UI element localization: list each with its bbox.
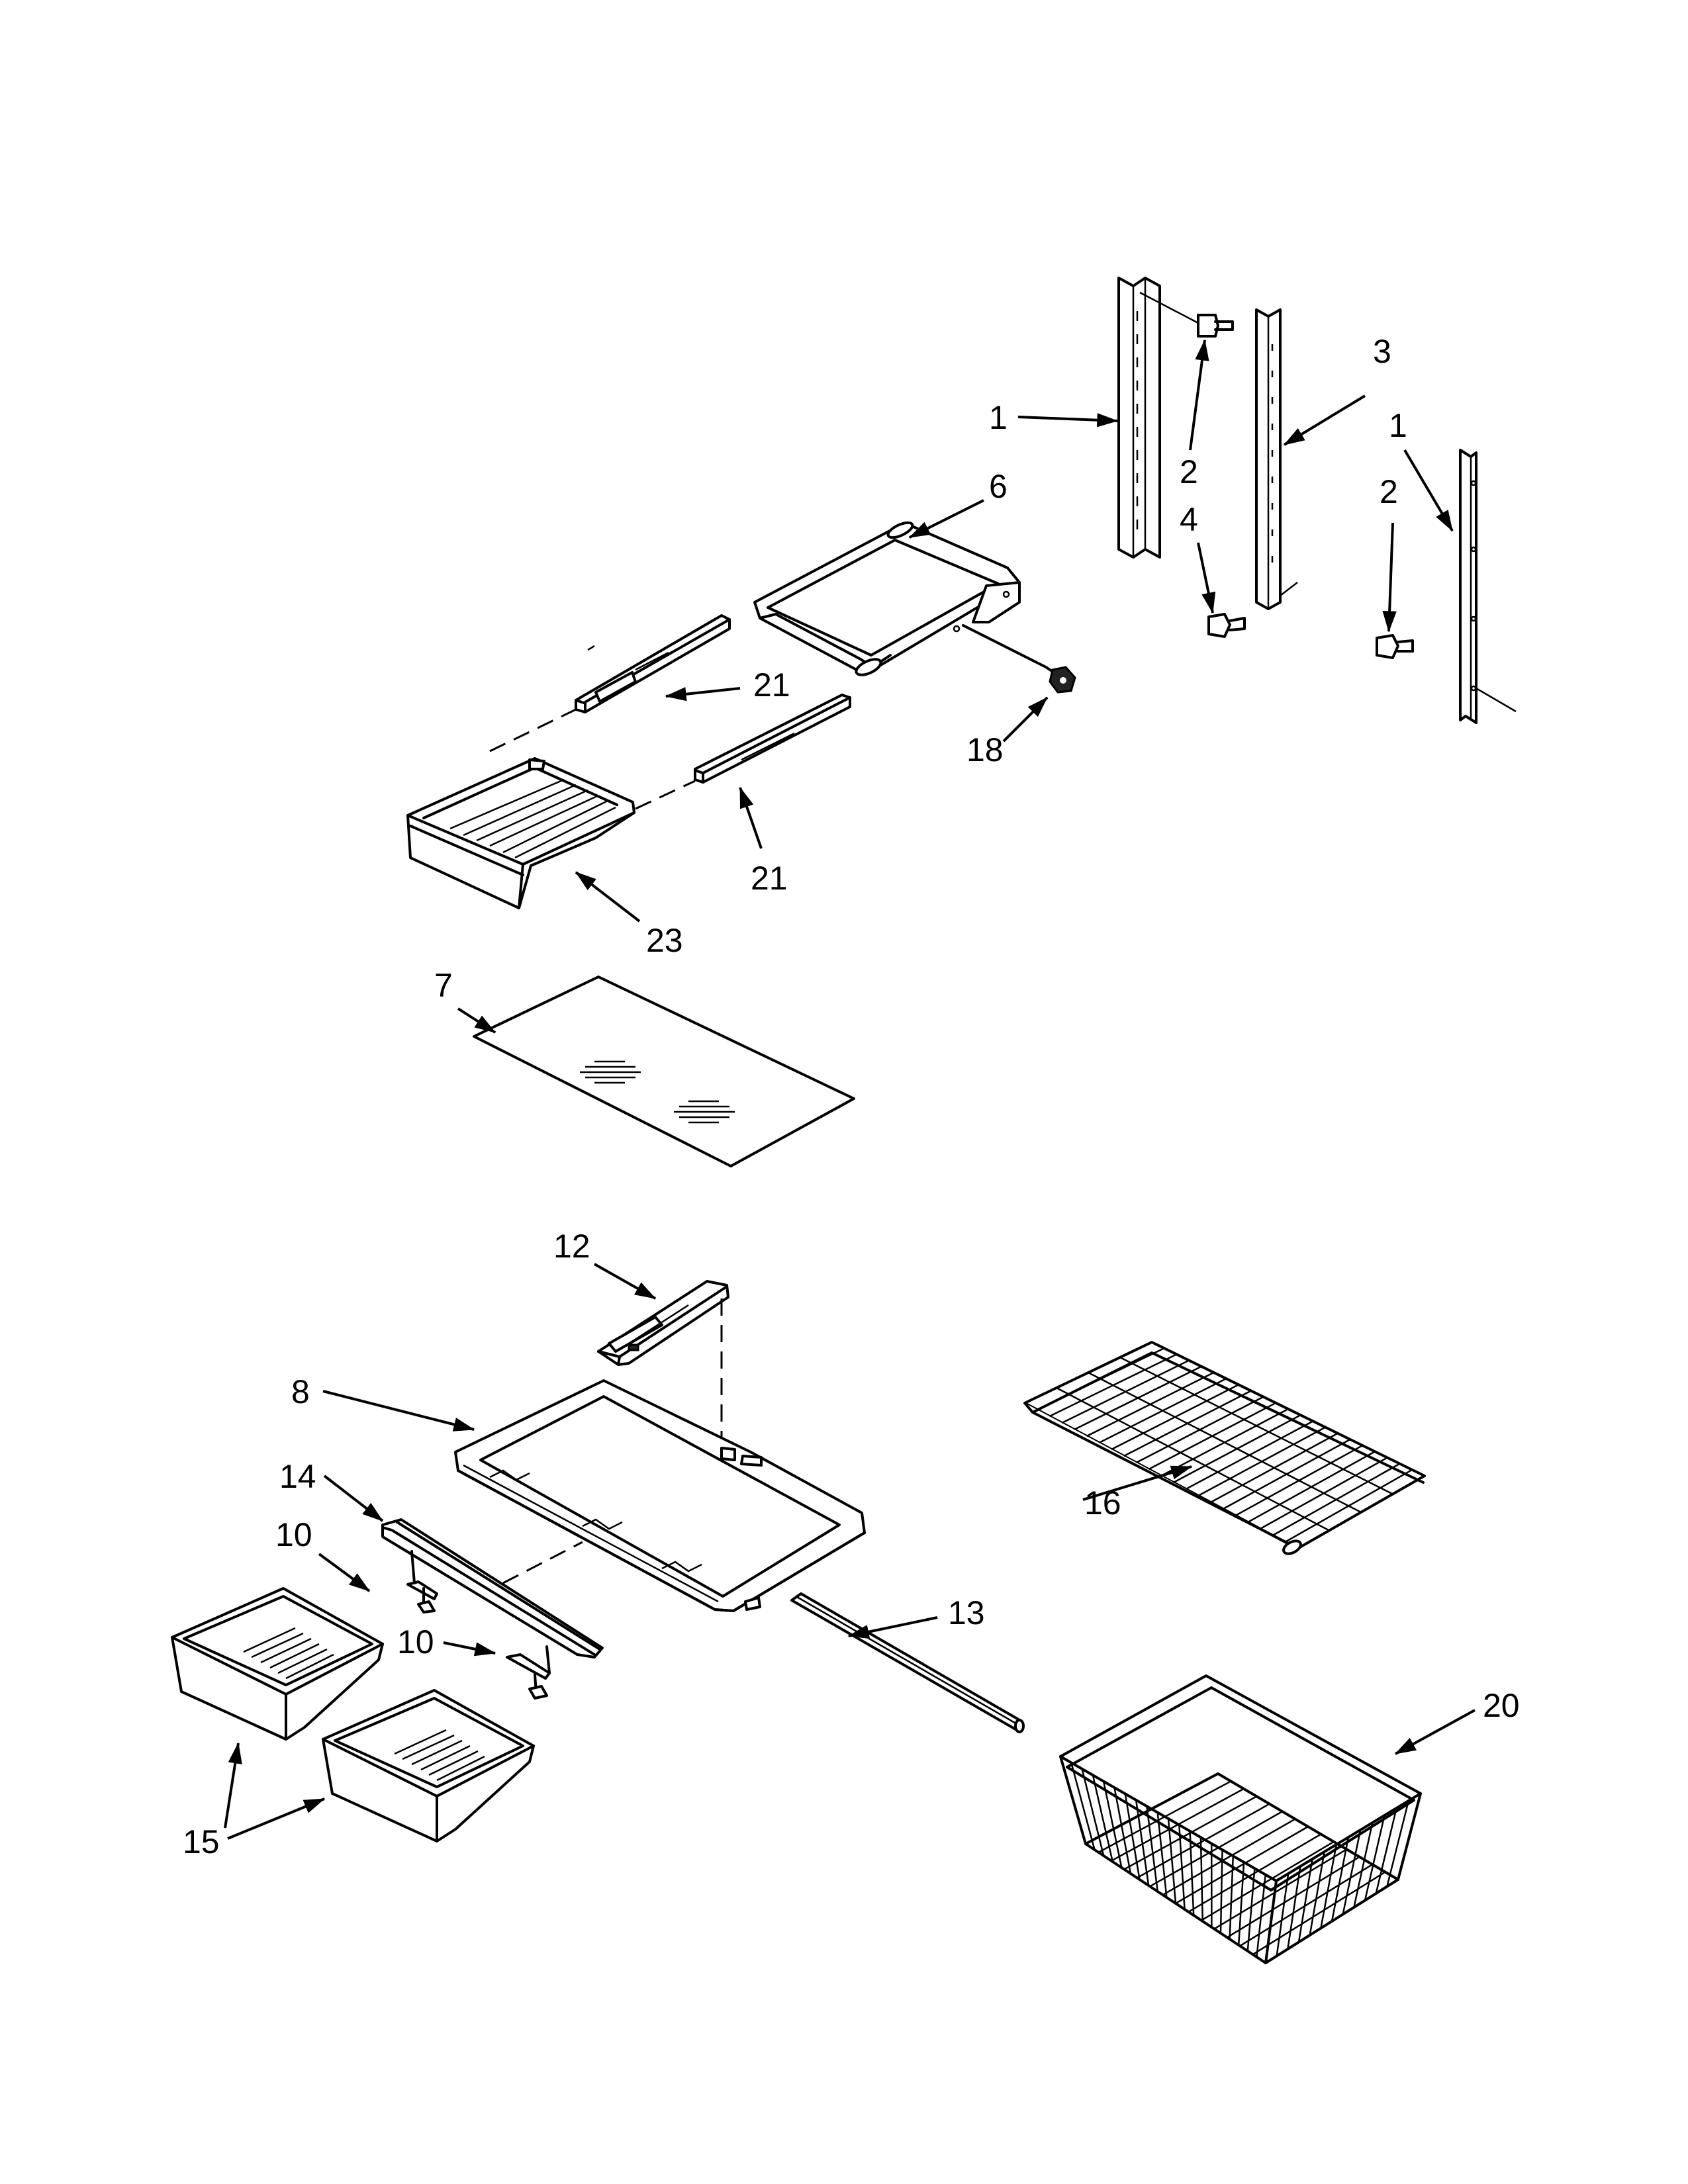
callout-1-right: 1 [1389, 407, 1407, 444]
screw-upper-part [1139, 291, 1234, 338]
shelf-rail-center-part [1255, 308, 1298, 610]
callout-14: 14 [279, 1458, 316, 1495]
crisper-drawer-right-part [322, 1689, 535, 1843]
callout-3: 3 [1373, 333, 1391, 370]
callout-2-upper: 2 [1180, 453, 1198, 490]
cable-connector-part [962, 624, 1076, 694]
callout-2-right: 2 [1380, 473, 1398, 510]
callout-21-lower: 21 [751, 860, 788, 897]
center-bracket-part [597, 1280, 729, 1366]
callout-7: 7 [434, 967, 453, 1004]
slide-rail-lower-part [694, 694, 851, 784]
slide-rail-upper-part [575, 614, 731, 713]
screw-lower-part [1207, 613, 1246, 638]
callout-16: 16 [1084, 1484, 1121, 1522]
screw-right-part [1376, 634, 1414, 659]
divider-rod-part [790, 1592, 1025, 1733]
divider-clip-upper-part [406, 1550, 438, 1614]
callout-18: 18 [966, 731, 1004, 768]
shelf-frame-part [753, 521, 1021, 676]
shelf-rail-right-part [1459, 449, 1517, 724]
callout-leaders [224, 339, 1476, 1840]
callout-15: 15 [183, 1823, 220, 1860]
callout-10-upper: 10 [275, 1516, 312, 1553]
callout-20: 20 [1483, 1687, 1520, 1724]
glass-shelf-part [473, 976, 855, 1167]
callout-8: 8 [291, 1373, 310, 1410]
crisper-cover-frame-part [454, 1379, 866, 1612]
callout-23: 23 [646, 922, 683, 959]
crisper-divider-part [381, 1518, 604, 1659]
callout-21-upper: 21 [753, 666, 790, 704]
wire-shelf-part [1023, 1341, 1426, 1555]
wire-basket-part [1059, 1674, 1422, 1964]
callout-4: 4 [1180, 501, 1198, 538]
callout-10-lower: 10 [397, 1623, 434, 1661]
crisper-drawer-left-part [171, 1587, 384, 1741]
callout-12: 12 [553, 1228, 590, 1265]
meat-drawer-part [406, 757, 635, 909]
shelf-rail-left-part [1117, 277, 1161, 559]
callout-13: 13 [948, 1594, 985, 1631]
callout-1-left: 1 [989, 399, 1008, 436]
callout-6: 6 [989, 468, 1008, 505]
divider-clip-lower-part [506, 1645, 551, 1700]
